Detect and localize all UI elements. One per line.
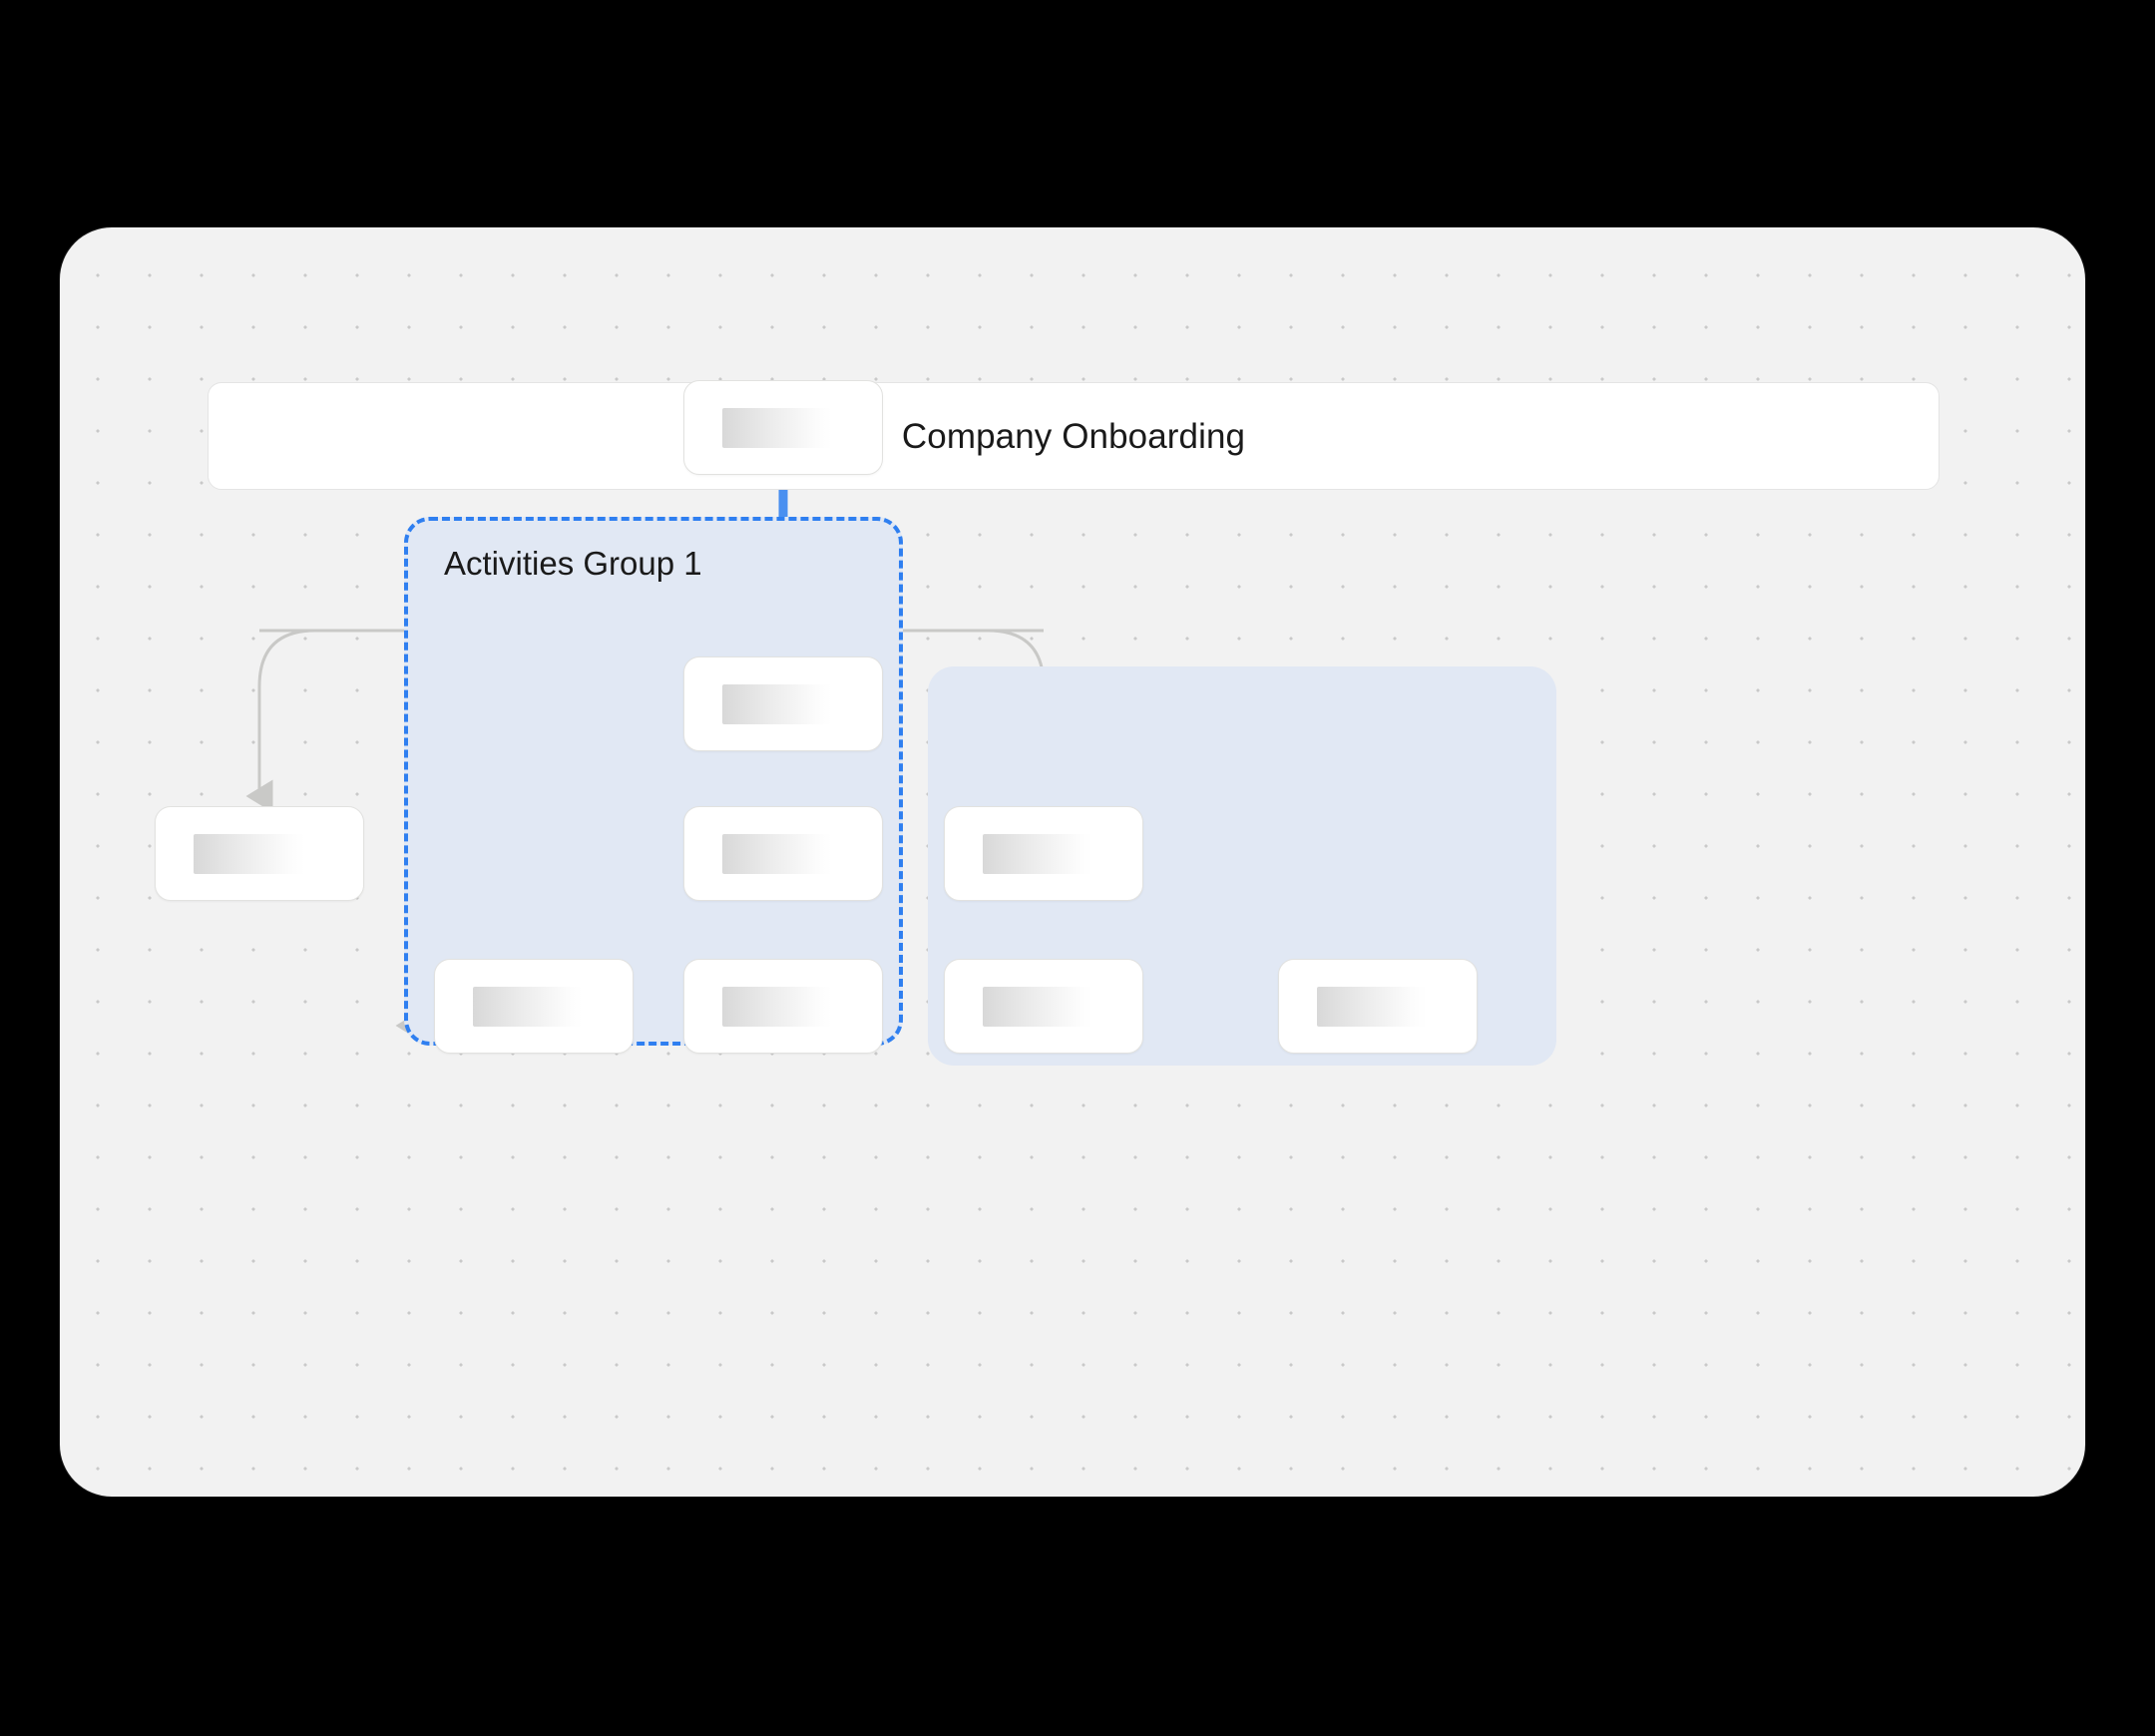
node-g1-middle[interactable] — [683, 806, 883, 901]
node-placeholder-bar — [722, 833, 832, 874]
group-label-activities-group-1: Activities Group 1 — [444, 545, 702, 582]
node-g1-top[interactable] — [683, 656, 883, 751]
node-g2-leaf-a[interactable] — [944, 959, 1143, 1054]
node-placeholder-bar — [722, 683, 832, 724]
page-title: Company Onboarding — [901, 416, 1246, 456]
node-placeholder-bar — [722, 986, 832, 1027]
node-left-leaf[interactable] — [155, 806, 364, 901]
node-g2-leaf-b[interactable] — [1278, 959, 1478, 1054]
node-placeholder-bar — [983, 986, 1092, 1027]
node-placeholder-bar — [722, 407, 832, 448]
node-g2-top[interactable] — [944, 806, 1143, 901]
node-placeholder-bar — [1317, 986, 1427, 1027]
node-g1-leaf-a[interactable] — [434, 959, 634, 1054]
node-placeholder-bar — [473, 986, 583, 1027]
node-g1-leaf-b[interactable] — [683, 959, 883, 1054]
node-placeholder-bar — [983, 833, 1092, 874]
flow-canvas[interactable]: Activities Group 1 Company Onboarding — [60, 227, 2085, 1497]
node-root[interactable] — [683, 380, 883, 475]
flow-title-bar[interactable]: Company Onboarding — [208, 382, 1940, 490]
node-placeholder-bar — [194, 833, 305, 874]
group-activities-group-1[interactable]: Activities Group 1 — [404, 517, 903, 1046]
